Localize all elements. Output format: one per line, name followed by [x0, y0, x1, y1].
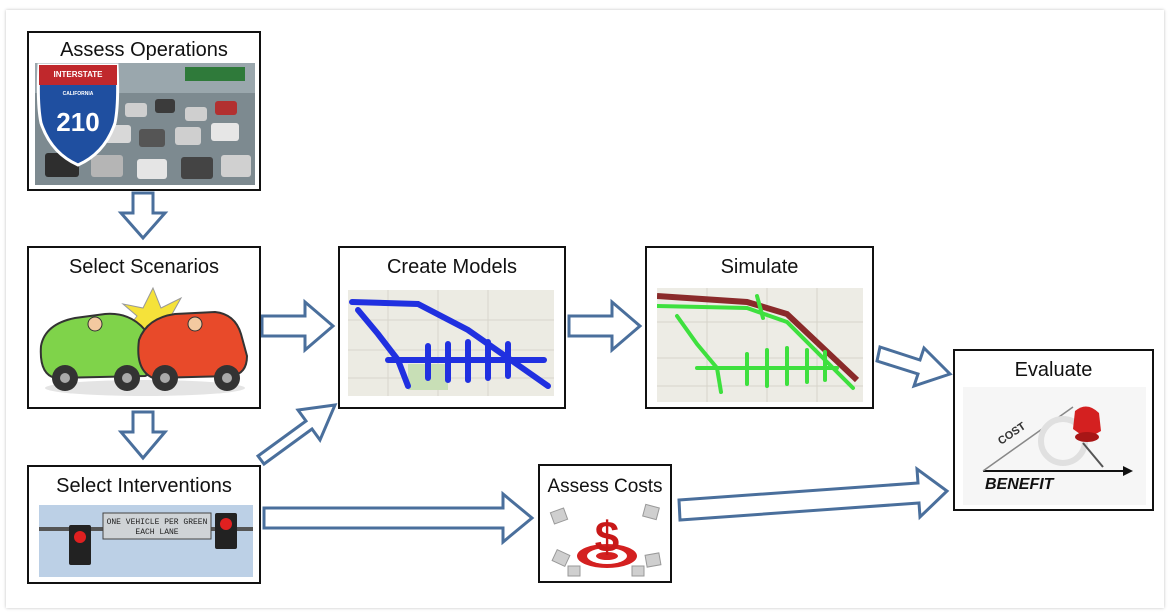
- simulation-network-map: [657, 288, 863, 402]
- arrow-costs-to-evaluate: [677, 465, 950, 522]
- sign-line-1: ONE VEHICLE PER GREEN: [107, 518, 208, 527]
- sign-line-2: EACH LANE: [135, 528, 178, 537]
- car-crash-illustration: [35, 284, 255, 402]
- assess-operations-box: Assess Operations INTERSTATE CALIFORNIA …: [27, 31, 261, 191]
- model-network-map: [348, 290, 554, 396]
- simulate-title: Simulate: [720, 256, 799, 278]
- arrow-scenarios-to-models: [260, 298, 336, 354]
- evaluate-box: Evaluate COST BENEFIT: [953, 349, 1154, 511]
- select-scenarios-title: Select Scenarios: [68, 256, 220, 278]
- shield-number: 210: [56, 107, 99, 137]
- shield-state-label: CALIFORNIA: [63, 91, 94, 97]
- shield-interstate-label: INTERSTATE: [53, 70, 103, 79]
- arrow-simulate-to-evaluate: [875, 345, 953, 389]
- arrow-interventions-to-models: [255, 403, 338, 467]
- dollar-sign: $: [595, 513, 619, 562]
- benefit-label: BENEFIT: [985, 476, 1055, 493]
- select-scenarios-box: Select Scenarios: [27, 246, 261, 409]
- select-interventions-title: Select Interventions: [56, 475, 232, 497]
- arrow-ops-to-scenarios: [117, 191, 169, 241]
- traffic-signal-photo: ONE VEHICLE PER GREEN EACH LANE: [39, 505, 253, 577]
- assess-costs-box: Assess Costs $: [538, 464, 672, 583]
- arrow-models-to-simulate: [567, 298, 643, 354]
- select-interventions-box: Select Interventions ONE VEHICLE PER GRE…: [27, 465, 261, 584]
- assess-operations-title: Assess Operations: [60, 39, 228, 61]
- assess-costs-title: Assess Costs: [547, 476, 663, 497]
- cost-benefit-graphic: COST BENEFIT: [963, 387, 1146, 505]
- arrow-scenarios-to-interventions: [117, 410, 169, 461]
- traffic-photo: INTERSTATE CALIFORNIA 210: [35, 63, 255, 185]
- cost-target-graphic: $: [548, 500, 666, 580]
- create-models-title: Create Models: [386, 256, 518, 278]
- evaluate-title: Evaluate: [1014, 359, 1093, 381]
- create-models-box: Create Models: [338, 246, 566, 409]
- arrow-interventions-to-costs: [262, 490, 535, 546]
- simulate-box: Simulate: [645, 246, 874, 409]
